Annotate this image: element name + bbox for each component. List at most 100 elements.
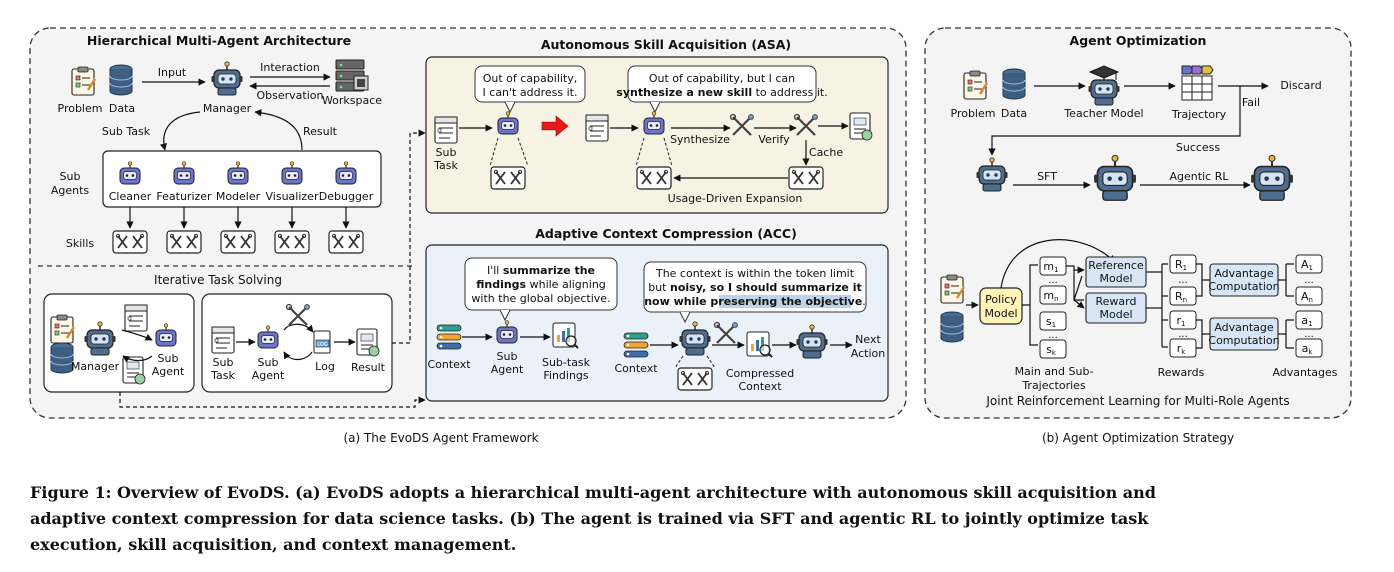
result-report-icon (849, 112, 873, 141)
success-label: Success (1176, 141, 1221, 154)
main-sub-label-1: Main and Sub- (1015, 365, 1094, 378)
svg-text:r1: r1 (1177, 314, 1186, 328)
agentic-rl-label: Agentic RL (1170, 170, 1230, 183)
iter-agent-1: Sub (258, 356, 279, 369)
workspace-server-icon (335, 59, 369, 92)
problem-clipboard-icon (939, 273, 966, 305)
acc-findings-1: Sub-task (542, 356, 591, 369)
asa-bubble-2-line2: synthesize a new skill to address it. (616, 86, 827, 99)
acc-bubble-2-line3: now while preserving the objective. (644, 295, 866, 308)
synthesize-label: Synthesize (670, 133, 730, 146)
iter-manager-label: Manager (71, 360, 120, 373)
iter-title: Iterative Task Solving (154, 273, 282, 287)
reference-label-1: Reference (1088, 259, 1144, 272)
svg-text:rk: rk (1177, 342, 1187, 356)
trajectory-column: m1 ... mn s1 ... sk (1039, 256, 1067, 359)
figure-caption-line-3: execution, skill acquisition, and contex… (30, 535, 517, 554)
asa-bubble-1-line1: Out of capability, (483, 72, 578, 85)
asa-bubble-1-line2: I can't address it. (483, 86, 578, 99)
svg-text:m1: m1 (1043, 260, 1058, 274)
asa-bubble-2-line1: Out of capability, but I can (649, 72, 795, 85)
manager-label: Manager (203, 102, 252, 115)
figure-caption-line-1: Figure 1: Overview of EvoDS. (a) EvoDS a… (30, 483, 1156, 502)
figure-caption-line-2: adaptive context compression for data sc… (30, 509, 1149, 528)
discard-label: Discard (1280, 79, 1321, 92)
svg-text:...: ... (1048, 275, 1058, 286)
iter-subtask-1: Sub (213, 356, 234, 369)
agent-name: Modeler (216, 190, 261, 203)
compressed-chart-icon (746, 331, 773, 358)
result-report-icon (122, 356, 146, 385)
task-doc-icon (585, 114, 609, 142)
trajectory-table-icon (1181, 65, 1214, 101)
acc-bubble-1-line2: findings while aligning (476, 278, 606, 291)
iter-log-label: Log (315, 360, 335, 373)
acc-subagent-2: Agent (491, 363, 524, 376)
trajectory-label: Trajectory (1171, 108, 1227, 121)
iter-result-label: Result (351, 361, 386, 374)
svg-text:An: An (1301, 290, 1313, 304)
skill-tools-icon (112, 230, 148, 254)
result-report-icon (356, 328, 380, 357)
agent-name: Visualizer (266, 190, 319, 203)
observation-label: Observation (257, 89, 324, 102)
limited-skills-icon (490, 166, 526, 190)
acc-bubble-1-line3: with the global objective. (471, 292, 610, 305)
advantages-column: A1 ... An a1 ... ak (1295, 254, 1323, 358)
asa-bubble-1 (474, 65, 586, 103)
acc-bubble-1-line1: I'll summarize the (487, 264, 595, 277)
sub-agents-label-1: Sub (60, 170, 81, 183)
svg-text:LOG: LOG (317, 342, 328, 348)
agent-name: Featurizer (156, 190, 212, 203)
acc-compressed-1: Compressed (726, 367, 794, 380)
svg-text:...: ... (1304, 329, 1314, 340)
rewards-column: R1 ... Rn r1 ... rk (1169, 254, 1197, 358)
result-label: Result (303, 125, 338, 138)
problem-clipboard-icon (70, 65, 97, 97)
subtask-label: Sub Task (102, 125, 151, 138)
findings-chart-icon (552, 322, 579, 349)
acc-bubble-2-line1: The context is within the token limit (655, 267, 855, 280)
acc-context-label-2: Context (614, 362, 658, 375)
optim-title: Agent Optimization (1070, 33, 1207, 48)
svg-text:mn: mn (1043, 289, 1058, 303)
sub-agents-label-2: Agents (51, 184, 90, 197)
iter-left-box (43, 293, 195, 393)
problem-clipboard-icon (49, 313, 76, 345)
context-stack-icon (623, 332, 649, 358)
computation-label-1: Computation (1208, 280, 1279, 293)
problem-clipboard-icon (962, 69, 989, 101)
svg-text:...: ... (1178, 275, 1188, 286)
iter-sub-agent-2: Agent (152, 365, 185, 378)
hier-problem-label: Problem (58, 102, 103, 115)
svg-text:...: ... (1178, 329, 1188, 340)
skill-tools-icon (220, 230, 256, 254)
advantage-label-1: Advantage (1214, 267, 1274, 280)
panel-a-caption: (a) The EvoDS Agent Framework (343, 431, 538, 445)
interaction-label: Interaction (260, 61, 320, 74)
expanded-skills-icon (788, 166, 824, 190)
sft-label: SFT (1037, 170, 1057, 183)
acc-title: Adaptive Context Compression (ACC) (535, 226, 797, 241)
reference-label-2: Model (1099, 272, 1132, 285)
agent-name: Debugger (319, 190, 374, 203)
log-file-icon: LOG (313, 330, 331, 354)
input-label: Input (158, 66, 187, 79)
reward-label-2: Model (1099, 308, 1132, 321)
verify-label: Verify (758, 133, 790, 146)
skills-label: Skills (66, 237, 95, 250)
joint-rl-label: Joint Reinforcement Learning for Multi-R… (985, 394, 1289, 408)
agent-name: Cleaner (109, 190, 152, 203)
svg-text:Rn: Rn (1175, 290, 1187, 304)
policy-label-1: Policy (985, 293, 1017, 306)
hier-title: Hierarchical Multi-Agent Architecture (87, 33, 351, 48)
svg-text:a1: a1 (1301, 314, 1312, 328)
acc-findings-2: Findings (543, 369, 589, 382)
red-arrow-icon (541, 115, 569, 137)
svg-text:s1: s1 (1046, 315, 1056, 329)
skill-tools-icon (274, 230, 310, 254)
subtask-doc-icon (434, 116, 458, 144)
task-doc-icon (124, 304, 148, 332)
svg-text:A1: A1 (1301, 258, 1313, 272)
policy-feedback-arrow (1000, 239, 1116, 289)
